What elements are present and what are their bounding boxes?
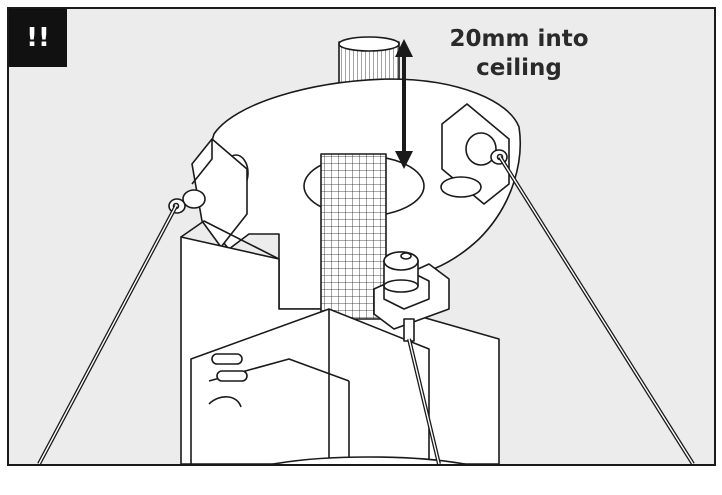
warning-badge: !!	[9, 9, 67, 67]
fixture-rim	[269, 456, 469, 464]
dimension-callout: 20mm into ceiling	[419, 25, 619, 83]
front-box	[190, 308, 430, 464]
callout-line-1: 20mm into	[449, 26, 589, 52]
callout-line-2: ceiling	[476, 55, 562, 81]
diagram-frame: !! 20mm into ceiling	[7, 7, 716, 466]
ceiling-mount-illustration	[37, 36, 695, 464]
double-headed-arrow-icon	[395, 39, 413, 169]
